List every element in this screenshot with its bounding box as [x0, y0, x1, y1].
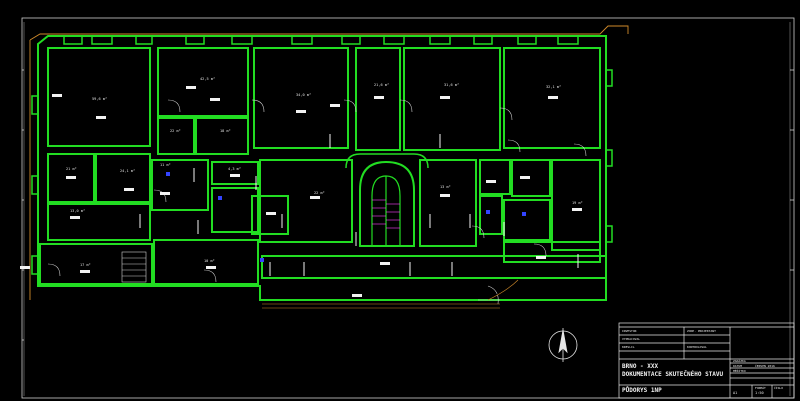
- blue-markers: [166, 172, 526, 262]
- project-name: DOKUMENTACE SKUTEČNÉHO STAVU: [622, 370, 724, 378]
- field-meritko: MĚŘÍTKO: [733, 368, 746, 373]
- title-block-text: INVESTOR VYPRACOVAL ZODP. PROJEKTANT KRE…: [622, 329, 783, 395]
- building-walls: [31, 35, 613, 301]
- room-area: 10 m²: [204, 259, 215, 263]
- field-zodp-projektant: ZODP. PROJEKTANT: [687, 329, 716, 333]
- room-area: 13,0 m²: [70, 209, 85, 213]
- format-value: A1: [733, 391, 737, 395]
- staircase-steps: [372, 199, 400, 229]
- entrance-stairs: [121, 251, 147, 283]
- scale-value: 1:50: [755, 391, 764, 395]
- facade-outline: [29, 25, 629, 300]
- room-area: 11 m²: [160, 163, 171, 167]
- date-value: ČERVEN 2016: [755, 363, 775, 368]
- place-name: BRNO - XXX: [622, 363, 659, 370]
- field-cislo: ČÍSLO: [774, 385, 783, 390]
- room-area: 31,6 m²: [444, 83, 459, 87]
- room-area: 22 m²: [170, 129, 181, 133]
- room-area: 32,1 m²: [546, 85, 561, 89]
- room-area: 13 m²: [440, 185, 451, 189]
- section-ticks: [139, 134, 579, 276]
- dimension-tags: [20, 86, 582, 297]
- room-area: 4,3 m²: [228, 167, 241, 171]
- room-labels: 59,6 m² 42,5 m² 34,0 m² 21,6 m² 31,6 m² …: [66, 77, 583, 267]
- field-kontroloval: KONTROLOVAL: [687, 345, 707, 349]
- door-swings: [47, 99, 587, 305]
- room-area: 59,6 m²: [92, 97, 107, 101]
- room-area: 42,5 m²: [200, 77, 215, 81]
- room-area: 24,1 m²: [120, 169, 135, 173]
- field-format: FORMÁT: [755, 385, 766, 390]
- field-datum: DATUM: [733, 364, 742, 368]
- room-area: 21,6 m²: [374, 83, 389, 87]
- drawing-name: PŮDORYS 1NP: [622, 387, 662, 394]
- room-area: 19 m²: [572, 201, 583, 205]
- title-block-main-text: BRNO - XXX DOKUMENTACE SKUTEČNÉHO STAVU …: [622, 363, 724, 394]
- room-area: 17 m²: [80, 263, 91, 267]
- field-zakazka: ZAKÁZKA: [733, 358, 746, 363]
- room-area: 34,0 m²: [296, 93, 311, 97]
- field-kreslil: KRESLIL: [622, 345, 635, 349]
- field-investor: INVESTOR: [622, 329, 637, 333]
- room-area: 18 m²: [220, 129, 231, 133]
- north-arrow-icon: [548, 328, 578, 362]
- sidewalk-lines: [262, 279, 519, 309]
- title-block: [618, 322, 795, 399]
- drawing-frame: [21, 17, 795, 399]
- room-area: 21 m²: [66, 167, 77, 171]
- room-area: 22 m²: [314, 191, 325, 195]
- field-vypracoval: VYPRACOVAL: [622, 337, 640, 341]
